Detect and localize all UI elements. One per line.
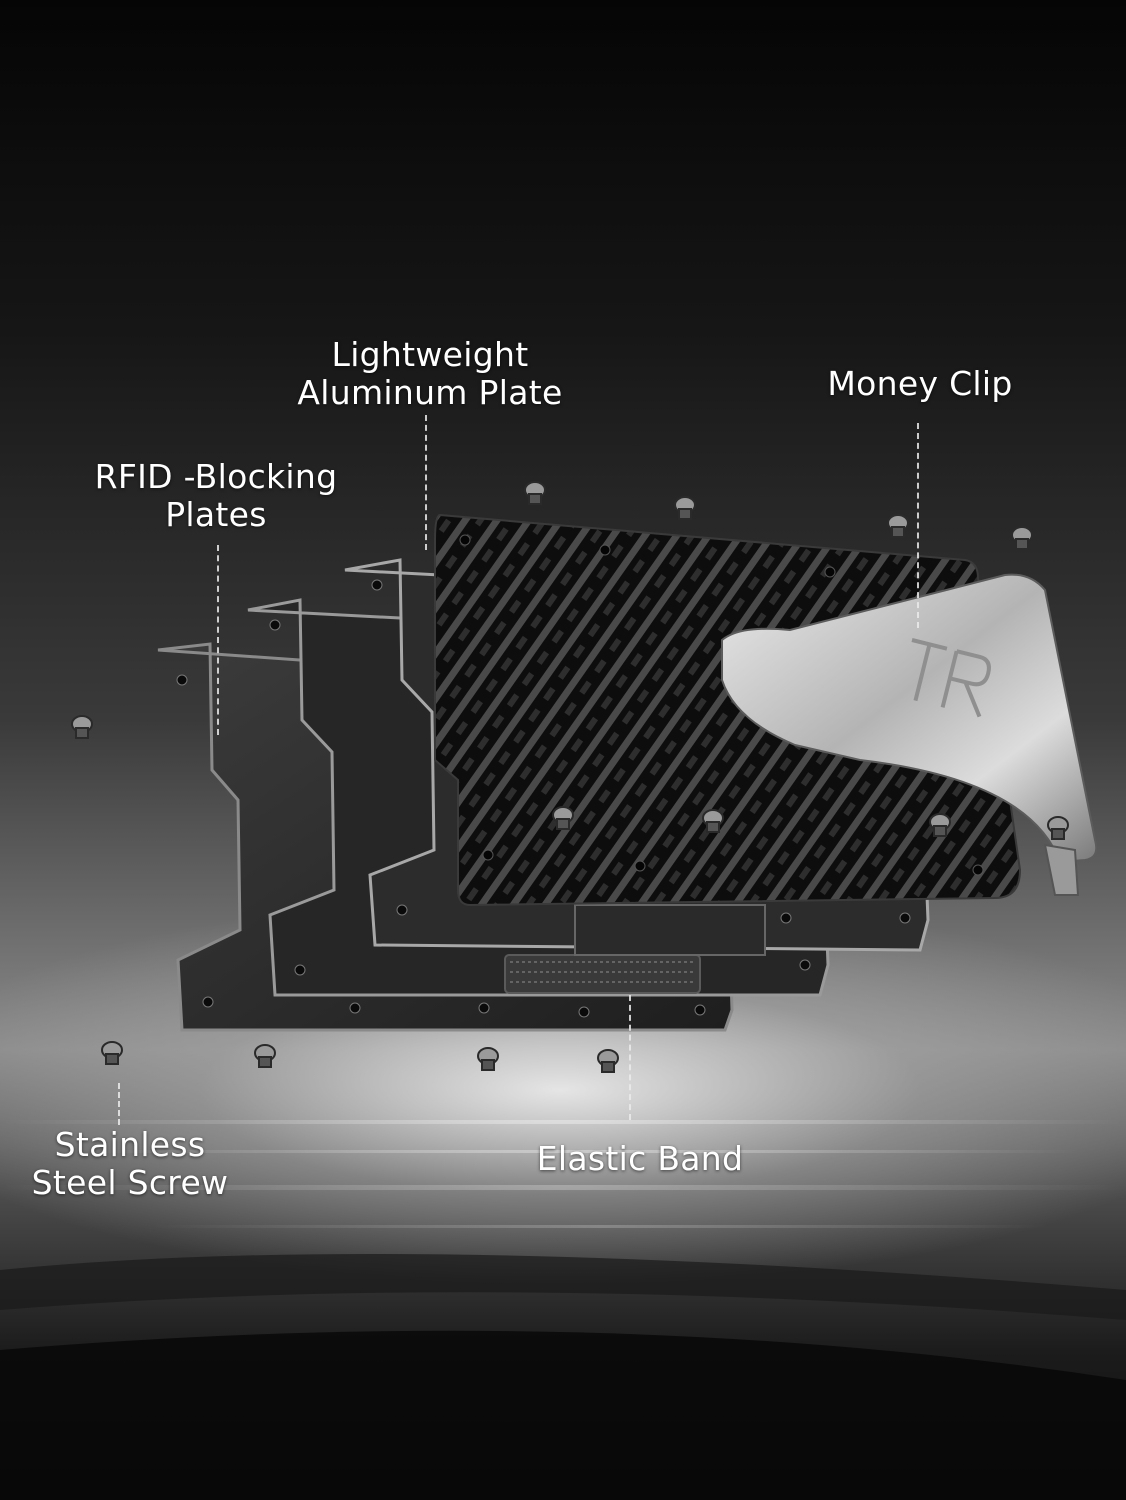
elastic-band-leader [629, 995, 631, 1120]
aluminum-plate-leader [425, 415, 427, 550]
elastic-band-label: Elastic Band [536, 1139, 744, 1178]
screws [71, 481, 1069, 1073]
elastic-band [504, 954, 701, 994]
aluminum-plate-label: Lightweight Aluminum Plate [297, 335, 563, 412]
tr-logo [911, 638, 991, 718]
money-clip-label: Money Clip [827, 364, 1013, 403]
rfid-plates-label: RFID -Blocking Plates [94, 457, 338, 534]
rfid-plates-leader [217, 545, 219, 735]
money-clip-leader [917, 423, 919, 628]
screw-label: Stainless Steel Screw [31, 1125, 229, 1202]
screw-leader [118, 1083, 120, 1125]
